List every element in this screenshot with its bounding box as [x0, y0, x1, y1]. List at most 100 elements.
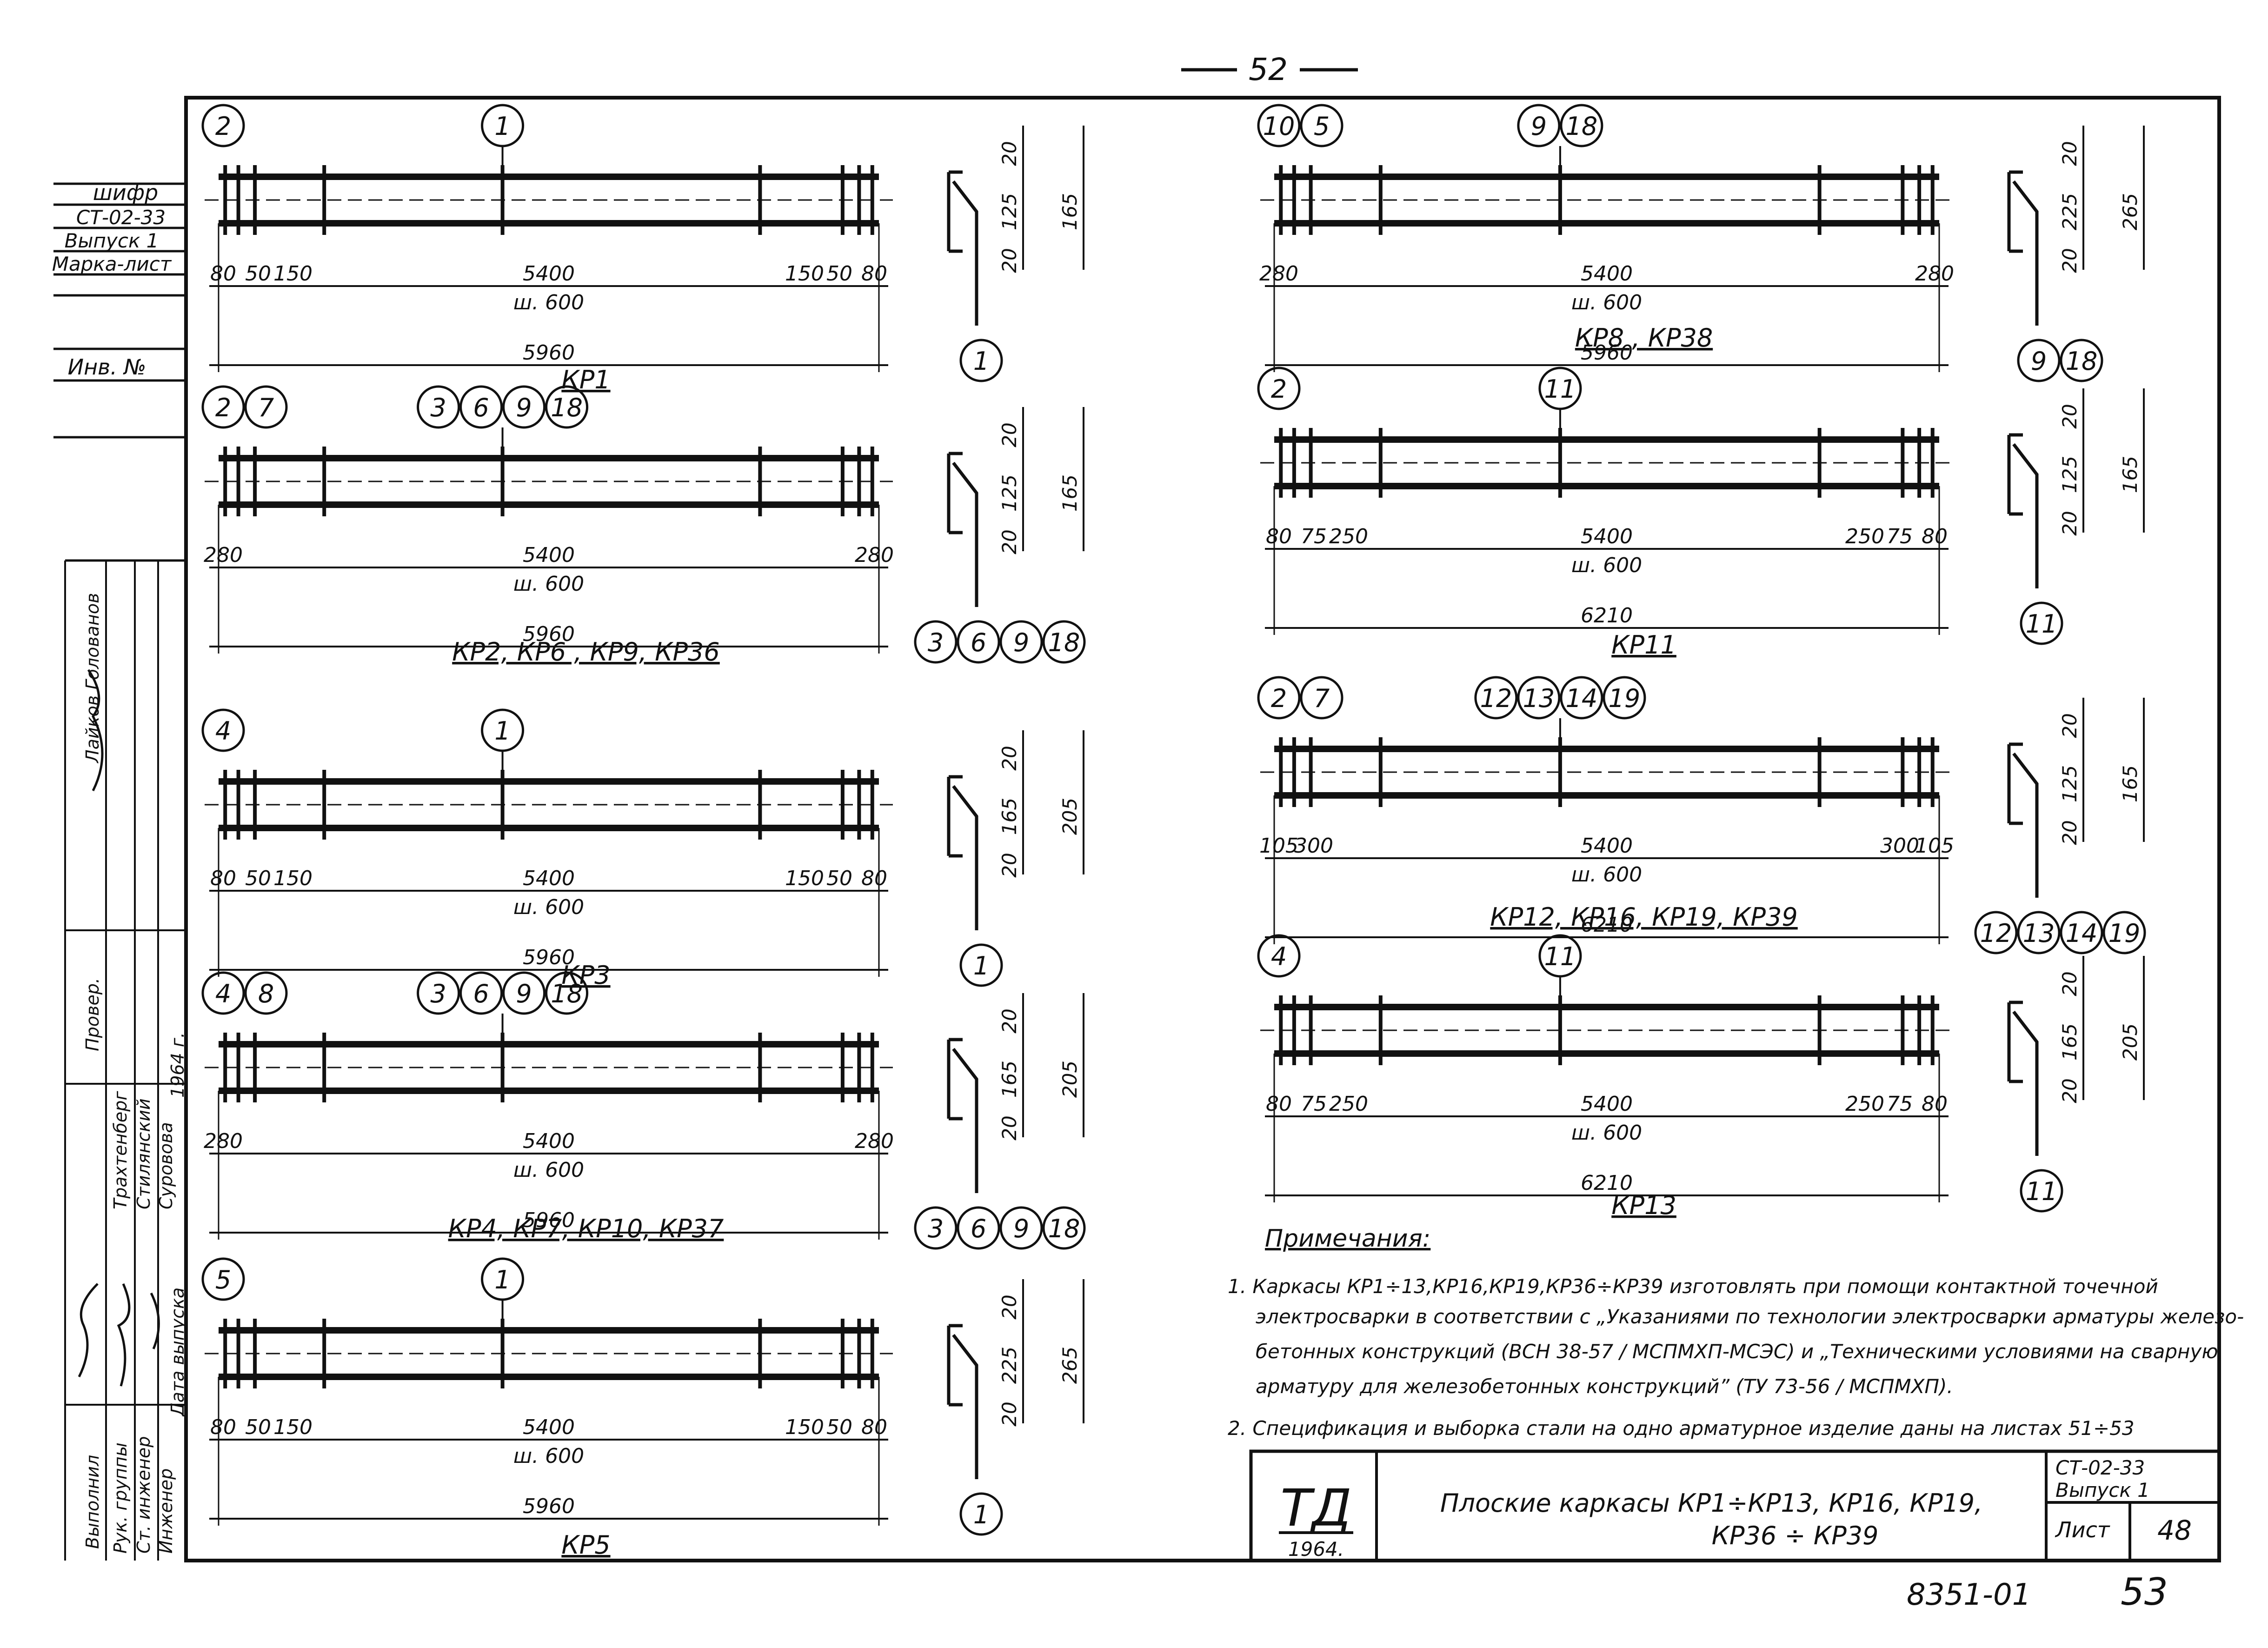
dimension-step: ш. 600: [513, 572, 584, 596]
section-callout-6-circle: [957, 1206, 1000, 1250]
dimension-step: ш. 600: [1571, 863, 1642, 887]
stamp-role-labels: Выполнил: [82, 1455, 103, 1549]
dimension-value: 75: [1887, 525, 1913, 548]
section-dim-value: 205: [2119, 1023, 2142, 1061]
callout-mid-3: 3: [430, 393, 446, 422]
callout-mid-6: 6: [473, 393, 489, 422]
callout-mid-19-circle: [1603, 676, 1646, 720]
section-callout-6: 6: [971, 1214, 986, 1243]
callout-left-4: 4: [1271, 942, 1287, 971]
section-callout-14-circle: [2060, 911, 2103, 954]
dimension-step: ш. 600: [1571, 291, 1642, 314]
title-block-title-line2: КР36 ÷ КР39: [1712, 1521, 1879, 1550]
section-dim-value: 20: [998, 853, 1021, 877]
section-profile: [947, 452, 978, 607]
title-block: ТД 1964. Плоские каркасы КР1÷КР13, КР16,…: [1249, 1449, 2221, 1562]
section-dim-value: 165: [2058, 1023, 2081, 1061]
section-dim-value: 20: [2058, 713, 2081, 738]
dimension-value: 50: [826, 262, 852, 286]
dimension-total: 6210: [1581, 604, 1633, 627]
callout-mid-9-circle: [1517, 104, 1561, 147]
notes-title: Примечания:: [1265, 1225, 1430, 1253]
dimension-value: 250: [1329, 525, 1368, 548]
section-dim-value: 265: [2119, 193, 2142, 230]
title-block-code: СТ-02-33: [2055, 1456, 2145, 1479]
callout-mid-6: 6: [473, 979, 489, 1008]
section-callout-9-circle: [2017, 339, 2061, 382]
callout-left-8: 8: [258, 979, 274, 1008]
section-callout-1: 1: [973, 347, 989, 376]
frame-title: КР8 , КР38: [1575, 323, 1713, 353]
dimension-value: 80: [1266, 1092, 1292, 1116]
section-dim-value: 165: [1058, 193, 1081, 230]
dimension-step: ш. 600: [513, 1158, 584, 1182]
dimension-value: 50: [826, 1415, 852, 1439]
frame-title: КР11: [1611, 630, 1676, 660]
callout-left-10-circle: [1257, 104, 1301, 147]
callout-mid-18-circle: [545, 971, 589, 1015]
dimension-value: 280: [1915, 262, 1954, 286]
callout-mid-18-circle: [1560, 104, 1603, 147]
callout-left-2: 2: [215, 393, 231, 422]
dimension-value: 5400: [1581, 1092, 1633, 1116]
dimension-value: 5400: [523, 1129, 575, 1153]
stamp-role-labels: Провер.: [82, 978, 103, 1051]
dimension-step: ш. 600: [513, 895, 584, 919]
section-dim-value: 125: [2058, 456, 2081, 493]
section-callout-9: 9: [1013, 1214, 1029, 1243]
callout-left-4-circle: [201, 971, 245, 1015]
section-callout-12-circle: [1974, 911, 2018, 954]
dimension-value: 80: [1922, 525, 1948, 548]
callout-left-2: 2: [1271, 684, 1287, 713]
title-block-sheet-number: 48: [2157, 1515, 2192, 1546]
dimension-total: 5960: [1581, 341, 1633, 365]
section-callout-6: 6: [971, 628, 986, 657]
callout-left-7: 7: [1314, 684, 1330, 713]
section-callout-18: 18: [1048, 1214, 1080, 1243]
dimension-value: 50: [245, 262, 271, 286]
callout-mid-13-circle: [1517, 676, 1561, 720]
dimension-value: 250: [1845, 1092, 1884, 1116]
dimension-value: 280: [855, 1129, 894, 1153]
title-block-logo: ТД: [1280, 1478, 1351, 1538]
section-dim-value: 20: [998, 529, 1021, 554]
dimension-value: 80: [1266, 525, 1292, 548]
frame-title: КР13: [1611, 1191, 1676, 1220]
section-callout-9-circle: [999, 620, 1043, 664]
callout-mid-1: 1: [494, 112, 510, 141]
section-callout-11: 11: [2026, 1177, 2058, 1206]
section-profile: [2007, 433, 2039, 588]
section-callout-11-circle: [2020, 1169, 2063, 1213]
frame-title: КР1: [561, 365, 610, 394]
section-dim-value: 20: [998, 141, 1021, 166]
callout-left-5-circle: [201, 1257, 245, 1301]
note-line: бетонных конструкций (ВСН 38-57 / МСПМХП…: [1256, 1340, 2218, 1363]
dimension-value: 75: [1887, 1092, 1913, 1116]
section-callout-1: 1: [973, 951, 989, 981]
section-dim-value: 125: [998, 474, 1021, 512]
dimension-value: 50: [245, 1415, 271, 1439]
section-dim-value: 225: [998, 1347, 1021, 1384]
callout-mid-1: 1: [494, 1265, 510, 1294]
section-callout-13: 13: [2023, 919, 2055, 948]
section-profile: [947, 1324, 978, 1479]
section-callout-1-circle: [959, 339, 1003, 382]
note-line: арматуру для железобетонных конструкций”…: [1256, 1375, 1953, 1398]
title-block-title-line1: Плоские каркасы КР1÷КР13, КР16, КР19,: [1440, 1488, 1982, 1518]
section-dim-value: 225: [2058, 193, 2081, 230]
section-dim-value: 165: [998, 1061, 1021, 1098]
dimension-value: 150: [273, 1415, 313, 1439]
section-dim-value: 20: [2058, 248, 2081, 273]
frame-title: КР12, КР16, КР19, КР39: [1490, 902, 1797, 932]
callout-mid-3-circle: [417, 971, 460, 1015]
title-block-year: 1964.: [1288, 1538, 1344, 1561]
dimension-value: 80: [210, 1415, 236, 1439]
callout-left-2: 2: [1271, 374, 1287, 404]
dimension-value: 80: [1922, 1092, 1948, 1116]
dimension-value: 280: [204, 543, 243, 567]
section-callout-1-circle: [959, 943, 1003, 987]
callout-mid-9: 9: [516, 979, 532, 1008]
section-profile: [947, 1038, 978, 1193]
